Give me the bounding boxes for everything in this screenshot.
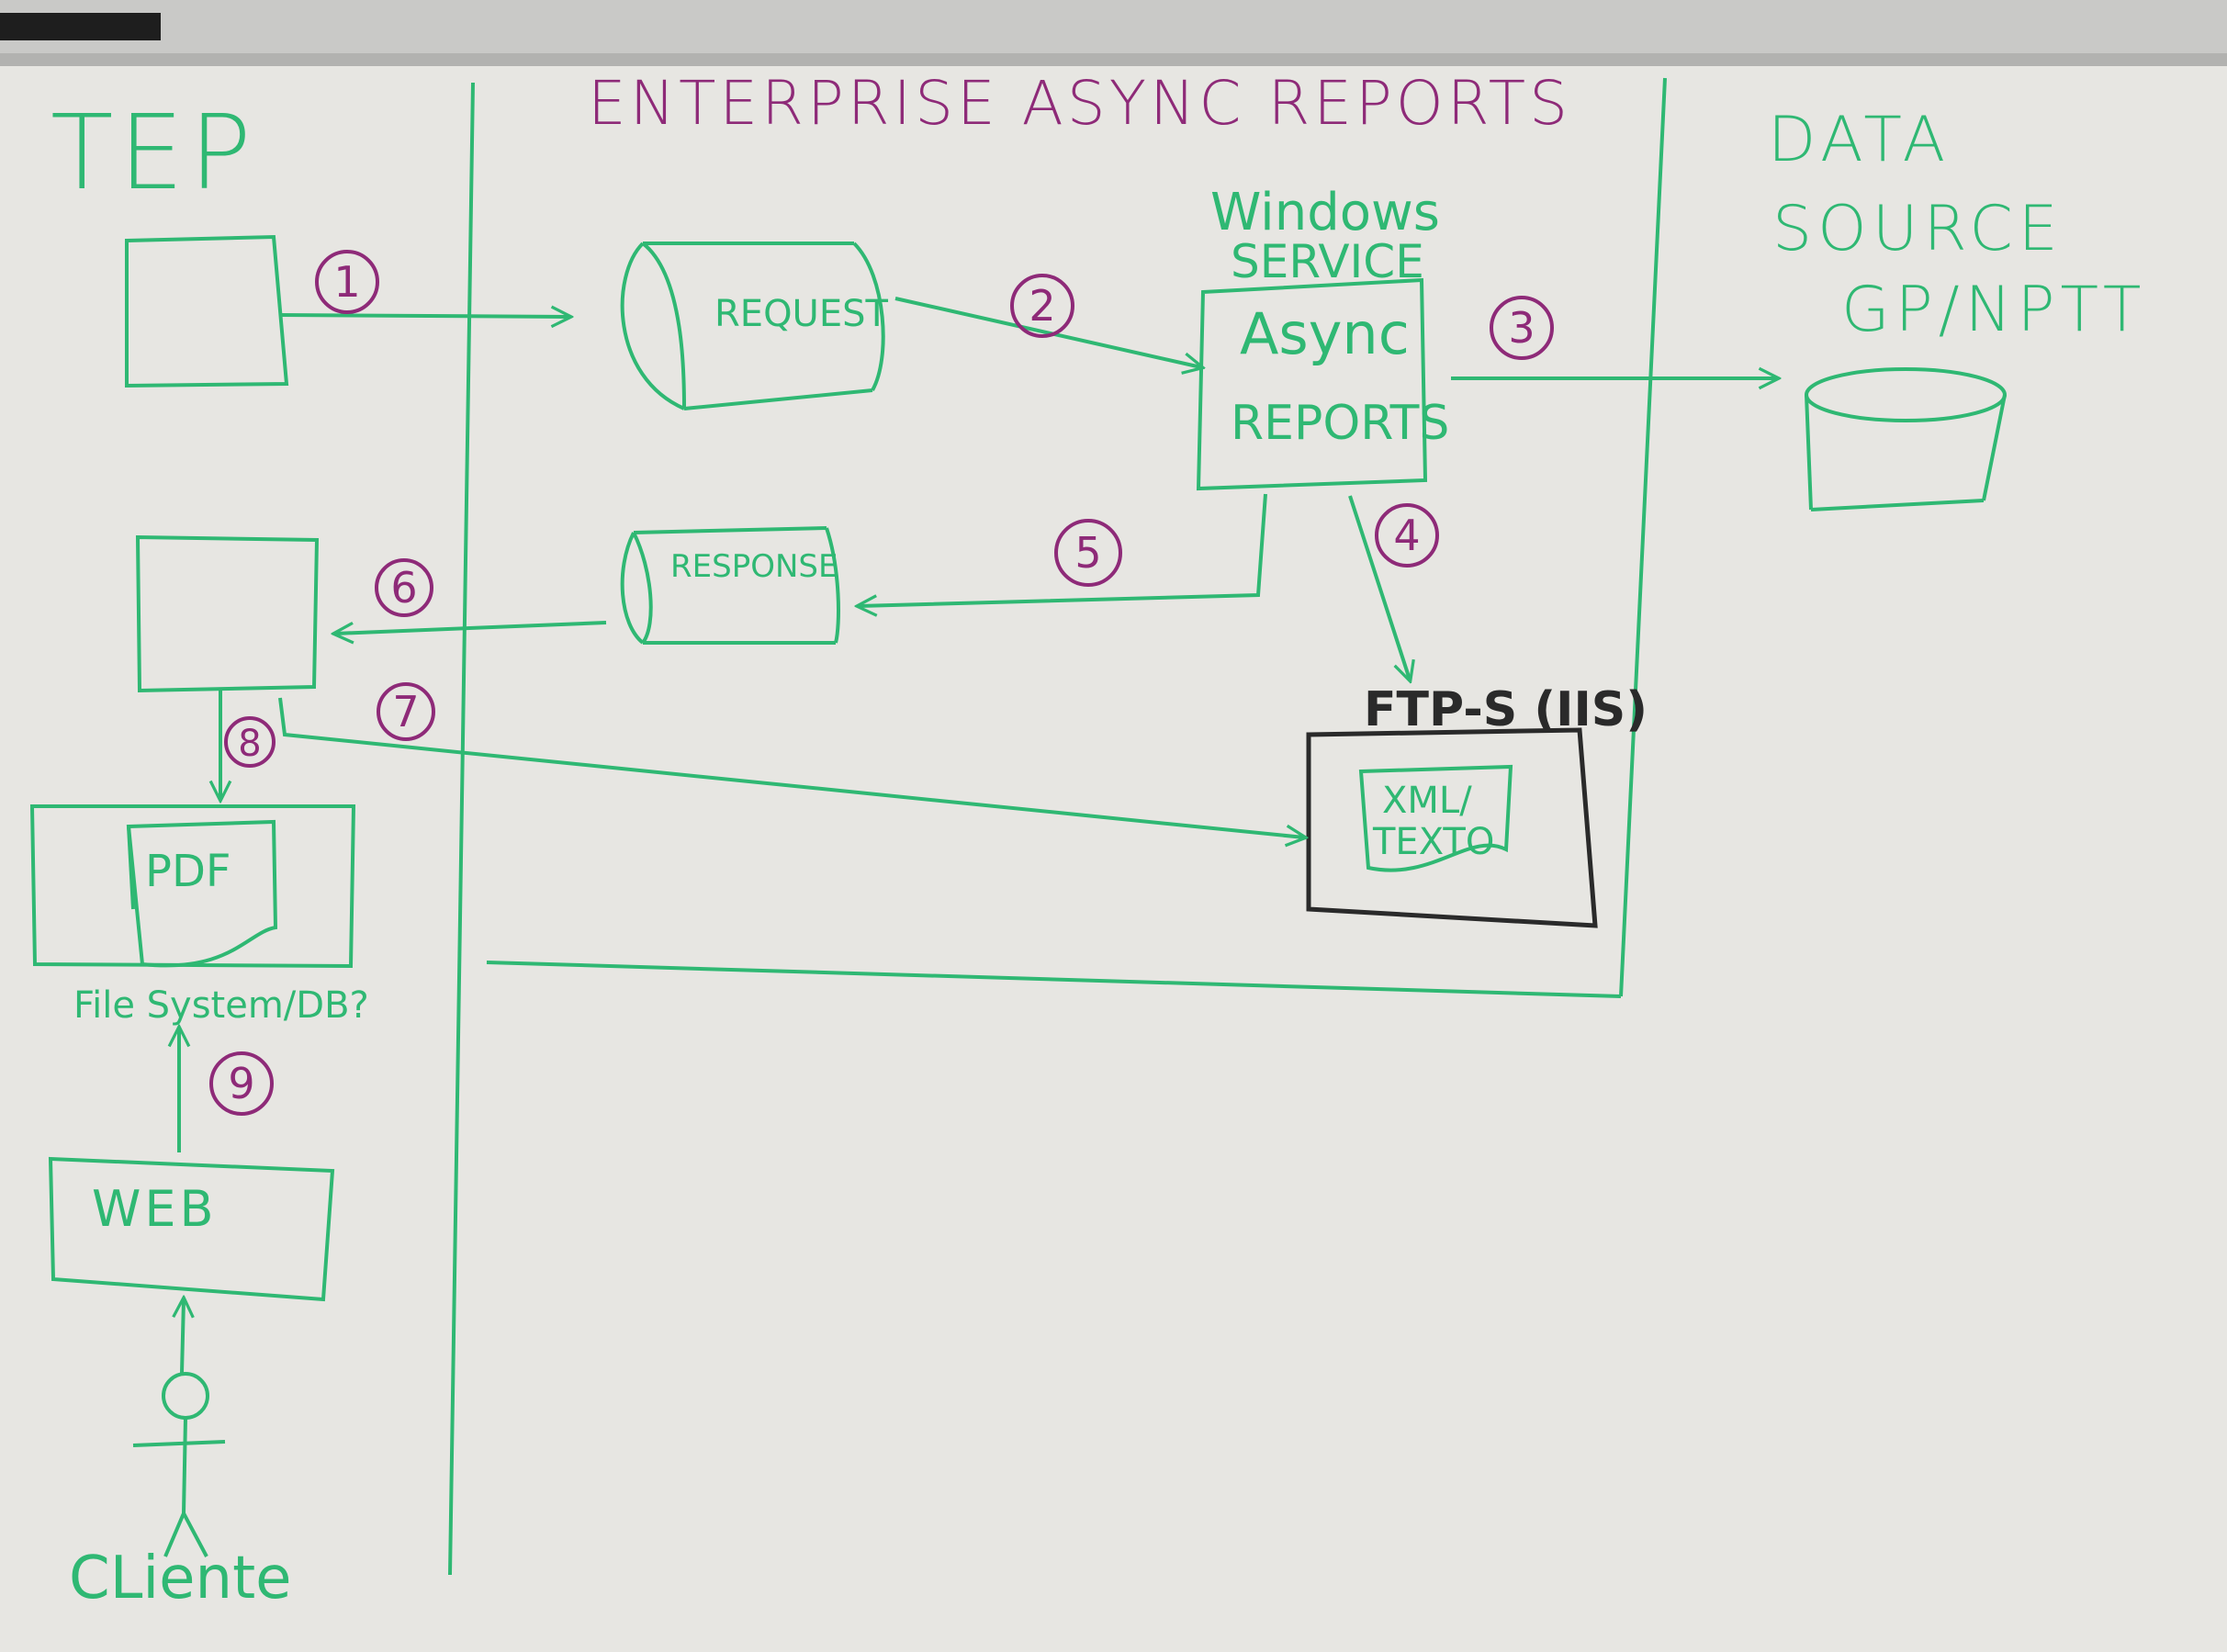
step-circle-2	[1010, 274, 1074, 338]
step-circle-4	[1375, 503, 1439, 568]
step-label-8: 8	[238, 723, 261, 765]
step-label-6: 6	[390, 563, 417, 612]
pdf-storage-box	[29, 804, 356, 969]
step-circle-9	[209, 1051, 274, 1116]
arrow-step-4	[1348, 495, 1410, 680]
lane-title-enterprise: ENTERPRISE ASYNC REPORTS	[588, 68, 1571, 139]
ftps-box	[1306, 727, 1598, 928]
flow-arrows	[179, 297, 1777, 1374]
storage-label: File System/DB?	[73, 984, 369, 1027]
xml-file-icon	[1358, 764, 1513, 872]
response-queue-label: RESPONSE	[670, 548, 838, 585]
lane-title-tep: TEP	[51, 94, 257, 213]
arrow-actor-to-web	[182, 1299, 184, 1374]
response-queue	[620, 526, 840, 645]
async-reports-box	[1196, 277, 1428, 491]
pdf-file-label: PDF	[145, 846, 231, 897]
xml-file-line1: XML/	[1382, 780, 1472, 822]
step-circle-7	[377, 682, 435, 741]
pdf-file-icon	[126, 819, 278, 968]
lane-title-gp-nptt: GP/NPTT	[1841, 274, 2146, 346]
step-circle-8	[224, 716, 276, 768]
step-label-4: 4	[1393, 511, 1420, 560]
tep-request-box	[125, 234, 289, 388]
board-frame-rail	[0, 53, 2227, 66]
step-label-7: 7	[392, 687, 419, 736]
async-reports-line1: Async	[1240, 300, 1410, 367]
step-markers	[209, 250, 1554, 1116]
ftps-title: FTP-S (IIS)	[1364, 682, 1648, 737]
step-label-1: 1	[333, 257, 360, 307]
async-reports-line2: REPORTS	[1231, 396, 1449, 451]
web-box-label: WEB	[92, 1180, 218, 1238]
step-circle-6	[375, 558, 433, 617]
arrow-step-6	[335, 621, 607, 634]
arrow-step-1	[279, 315, 569, 317]
lane-dividers	[448, 77, 1667, 1576]
tep-response-box	[135, 534, 320, 693]
xml-file-line2: TEXTO	[1372, 821, 1494, 863]
lane-title-data: DATA	[1768, 104, 1951, 176]
arrow-step-2	[894, 297, 1201, 367]
windows-service-label-line2: SERVICE	[1231, 235, 1424, 288]
step-label-2: 2	[1029, 281, 1055, 331]
step-label-3: 3	[1508, 303, 1535, 353]
board-frame-corner	[0, 13, 161, 40]
actor-label: CLiente	[69, 1545, 292, 1613]
lane-title-source: SOURCE	[1772, 193, 2064, 265]
step-circle-3	[1490, 296, 1554, 360]
step-circle-5	[1054, 519, 1122, 587]
windows-service-label-line1: Windows	[1210, 183, 1440, 242]
actor-stick-figure	[132, 1372, 226, 1557]
step-circle-1	[315, 250, 379, 314]
request-queue	[620, 242, 885, 410]
web-box	[48, 1156, 335, 1302]
request-queue-label: REQUEST	[714, 293, 888, 335]
data-source-db	[1805, 367, 2007, 511]
arrow-step-5	[859, 493, 1267, 606]
step-label-5: 5	[1074, 528, 1101, 578]
arrow-step-7	[278, 697, 1304, 837]
step-label-9: 9	[228, 1059, 254, 1108]
pdf-file-fold	[127, 826, 135, 910]
